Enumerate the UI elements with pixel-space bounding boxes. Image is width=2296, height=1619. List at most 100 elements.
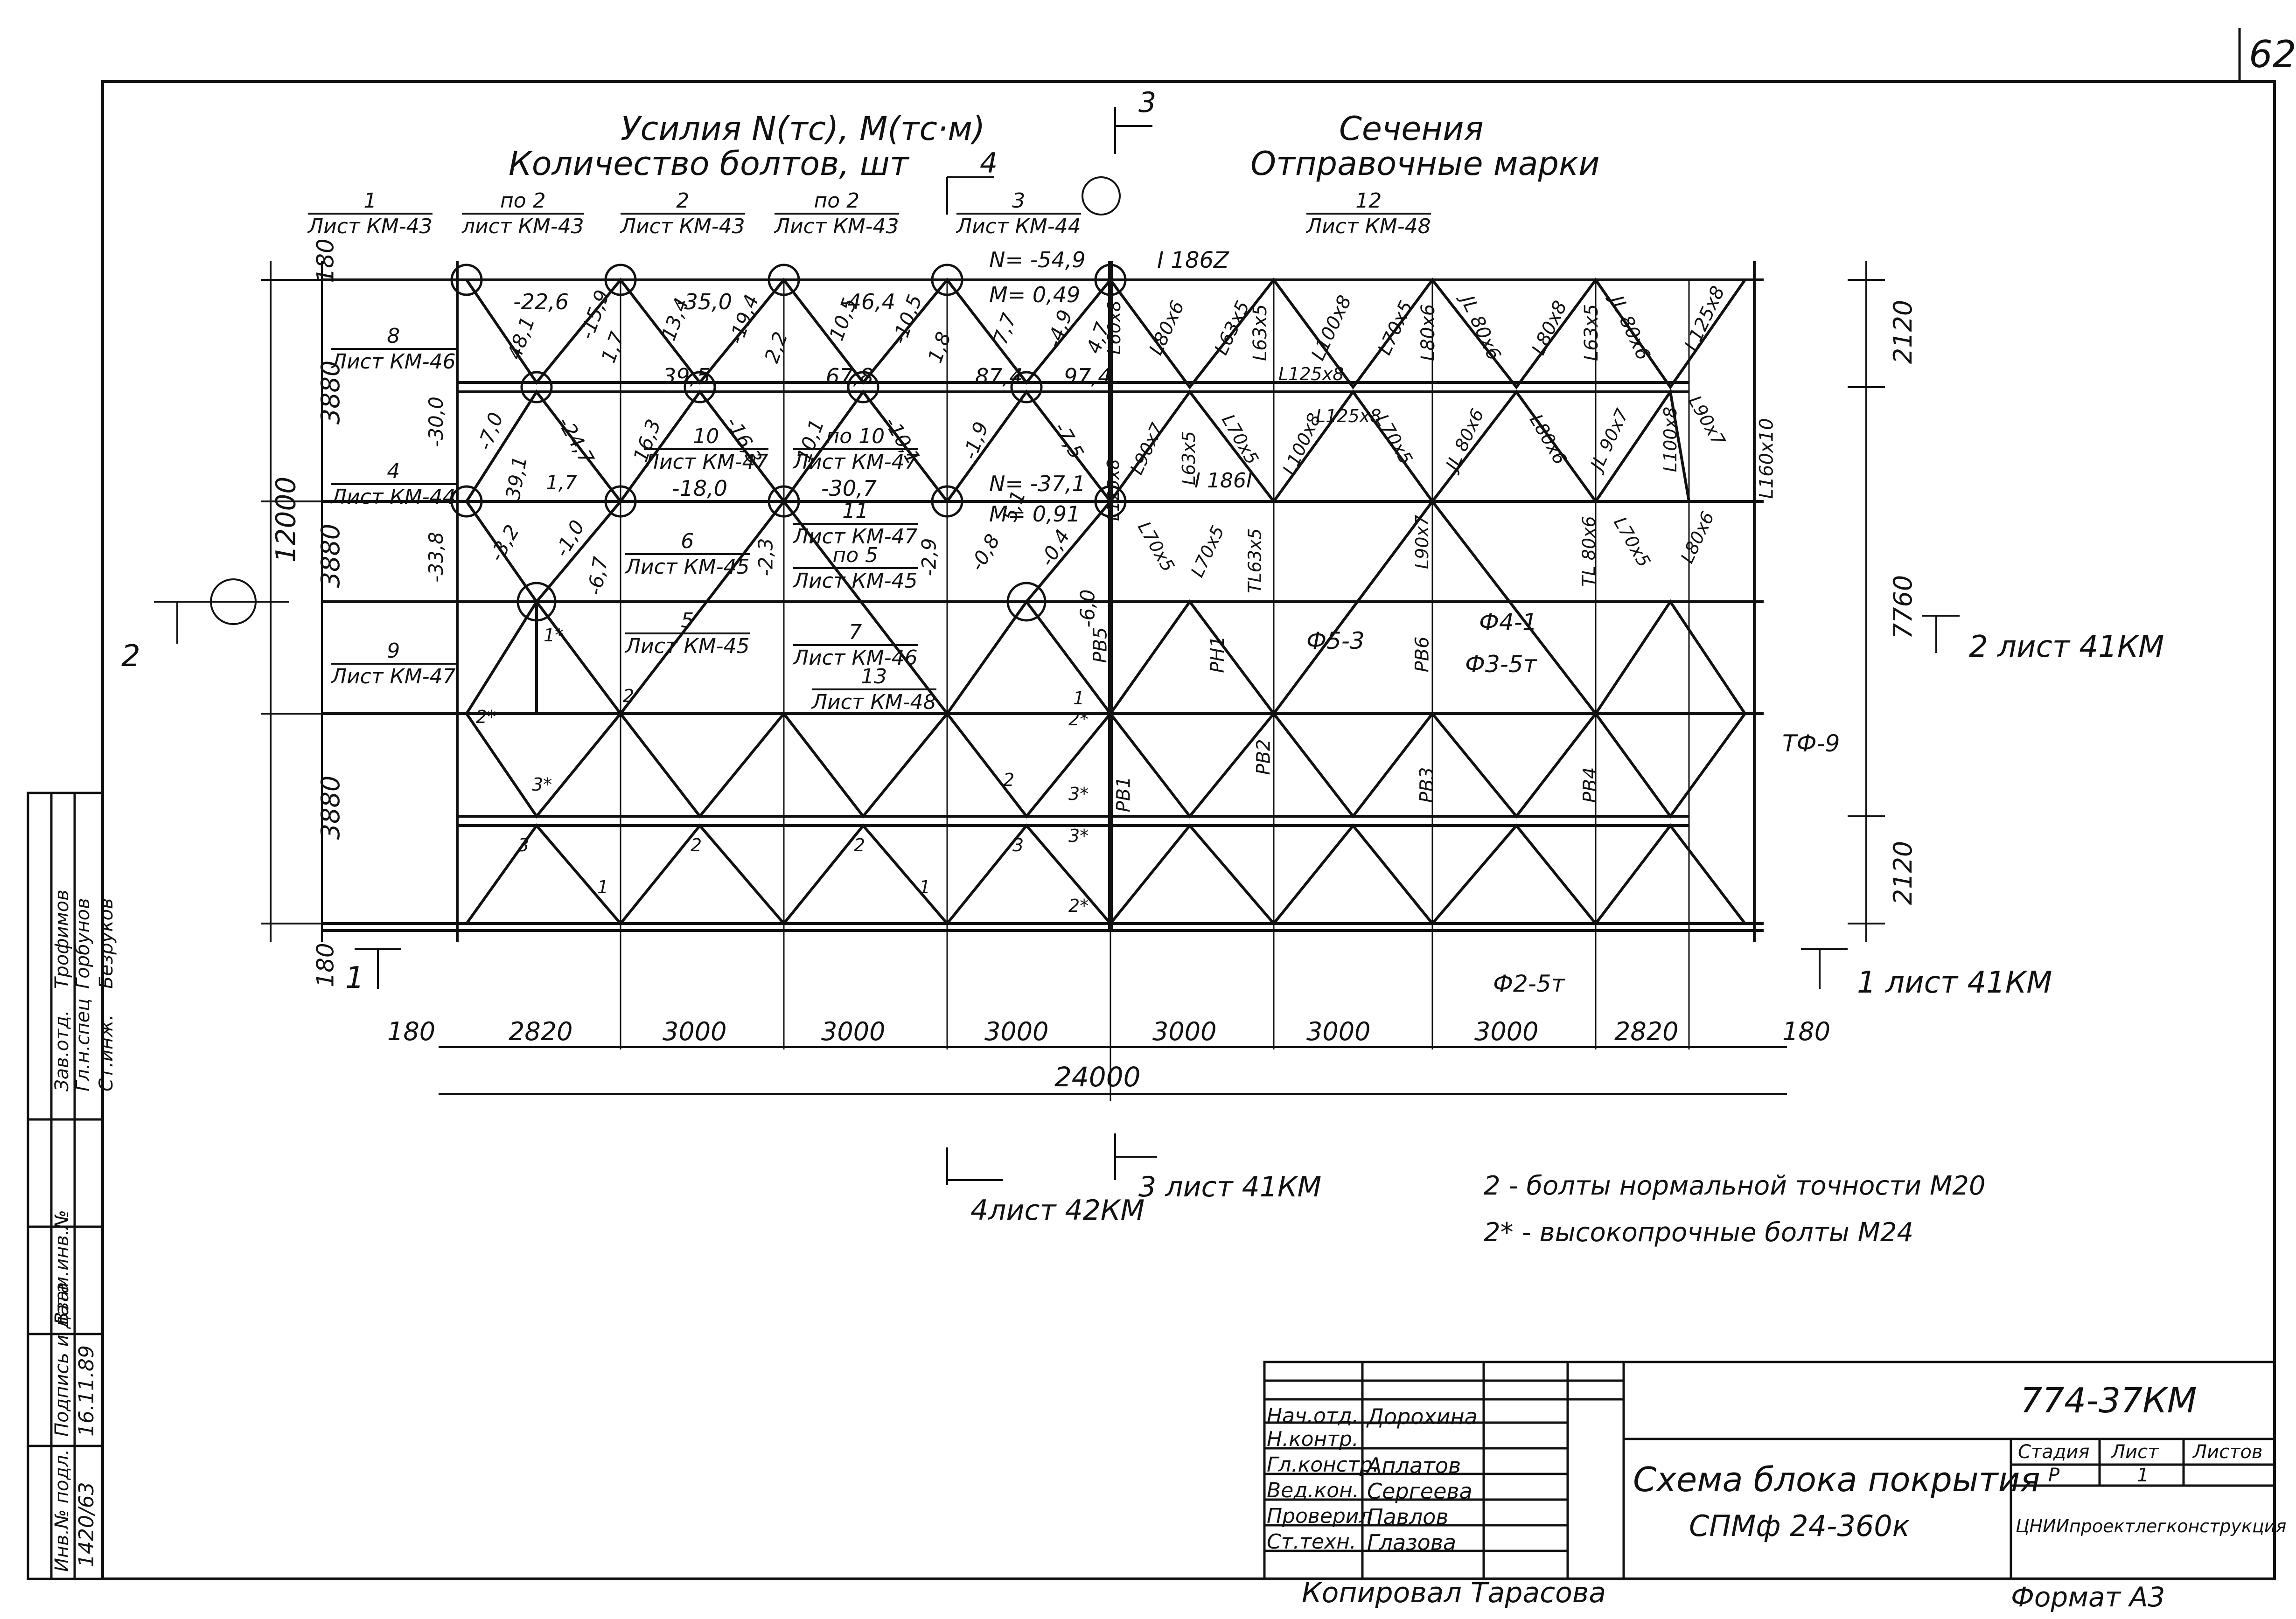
- forces-header: Усилия N(тс), M(тс·м): [621, 110, 985, 148]
- truss-scheme: [322, 261, 1764, 1101]
- section-mid-1: L60x8: [1104, 300, 1125, 355]
- node-mark-10: 2: [1003, 770, 1015, 790]
- role-1: Нач.отд.: [1267, 1404, 1359, 1428]
- organization: ЦНИИпроектлегконструкция: [2016, 1516, 2287, 1536]
- role-4: Вед.кон.: [1267, 1479, 1359, 1502]
- force-diag-c6: 1,7: [546, 471, 577, 494]
- section-mark-4-top: 4: [980, 147, 998, 180]
- section-mark-1-left: 1: [345, 961, 364, 995]
- force-low-3: N= -37,1: [989, 471, 1086, 496]
- node-mark-15: 3*: [1068, 826, 1089, 846]
- force-mid-3: 87,4: [975, 364, 1023, 389]
- mid-beam-section: I 186I: [1194, 469, 1252, 493]
- dim-r-1: 2120: [1888, 299, 1918, 364]
- mark-pb4: PB4: [1579, 767, 1601, 803]
- force-diag-c8: -2,9: [917, 538, 941, 577]
- dimension-lines: [154, 107, 1960, 1185]
- left-strip-grid: [27, 792, 104, 1580]
- force-diag-c1: -33,8: [424, 532, 447, 583]
- section-low-5: TL 80x6: [1578, 516, 1599, 587]
- mark-tf-9: TФ-9: [1782, 730, 1840, 757]
- dim-v-3: 3880: [316, 523, 346, 588]
- dim-r-2: 7760: [1888, 575, 1918, 639]
- bolts-count-header: Количество болтов, шт: [509, 145, 909, 183]
- moment-top: M= 0,49: [989, 282, 1081, 307]
- force-top-4: N= -54,9: [989, 247, 1086, 272]
- node-mark-11: 1: [919, 877, 931, 897]
- strip-value-inv: 1420/63: [75, 1482, 98, 1567]
- force-low-2: -30,7: [821, 476, 877, 501]
- dim-total: 24000: [1054, 1061, 1141, 1093]
- dim-h-1: 180: [387, 1017, 436, 1046]
- sheets-label: Листов: [2193, 1441, 2263, 1463]
- top-beam-section: I 186Z: [1157, 247, 1229, 273]
- section-top-6: L80x6: [1417, 304, 1439, 361]
- section-1-ref: 1 лист 41КМ: [1857, 966, 2052, 1000]
- section-mark-2-left: 2: [121, 639, 140, 674]
- mark-f2-5t: Ф2-5т: [1493, 970, 1565, 997]
- mark-pb3: PB3: [1416, 767, 1438, 803]
- force-top-1: -22,6: [513, 289, 569, 314]
- strip-cell-replace: Взам.инв.№: [51, 1209, 73, 1325]
- node-mark-1: 1*: [544, 625, 564, 646]
- sheet-label: Лист: [2111, 1441, 2159, 1463]
- dim-v-4: 3880: [316, 775, 346, 840]
- node-mark-13: 2*: [1068, 709, 1089, 730]
- section-3-ref: 3 лист 41КМ: [1138, 1171, 1322, 1203]
- mark-f3-5t: Ф3-5т: [1465, 651, 1537, 678]
- dim-h-8: 3000: [1474, 1017, 1539, 1046]
- section-2-ref: 2 лист 41КМ: [1969, 630, 2164, 664]
- dim-v-1: 180: [312, 238, 339, 283]
- mark-pb2: PB2: [1253, 739, 1275, 775]
- node-mark-9: 1: [1073, 688, 1085, 709]
- force-mid-1: 39,5: [663, 364, 711, 389]
- force-diag-c7: -2,3: [754, 538, 777, 577]
- node-mark-5: 3: [518, 835, 530, 855]
- force-diag-c12: -6,0: [1076, 589, 1099, 628]
- strip-label-head: Зав.отд.: [51, 1010, 73, 1091]
- section-mark-3-top: 3: [1138, 86, 1157, 119]
- dim-h-3: 3000: [663, 1017, 727, 1046]
- node-mark-3: 2*: [476, 707, 496, 727]
- drawing-title: Схема блока покрытия: [1633, 1460, 2040, 1499]
- dim-h-4: 3000: [821, 1017, 886, 1046]
- mark-f4-1: Ф4-1: [1479, 609, 1537, 636]
- dim-h-6: 3000: [1152, 1017, 1217, 1046]
- section-mid-5: L63x5: [1179, 431, 1200, 486]
- mark-pb6: PB6: [1411, 636, 1433, 673]
- node-mark-12: 2: [854, 835, 865, 855]
- title-block-grid: [1263, 1361, 2276, 1580]
- dim-h-10: 180: [1782, 1017, 1831, 1046]
- dim-h-2: 2820: [509, 1017, 573, 1046]
- node-mark-8: 3: [1012, 835, 1024, 855]
- force-diag-b1: -30,0: [424, 396, 447, 447]
- strip-cell-inv: Инв.№ подл.: [51, 1449, 73, 1572]
- name-3: Аплатов: [1367, 1453, 1461, 1478]
- section-low-3: TL63x5: [1244, 528, 1265, 593]
- dim-h-5: 3000: [984, 1017, 1049, 1046]
- mark-pb1: PB1: [1113, 776, 1135, 813]
- role-5: Проверил: [1267, 1504, 1372, 1528]
- sections-header: Сечения: [1339, 110, 1484, 148]
- node-mark-6: 2: [691, 835, 702, 855]
- dim-r-3: 2120: [1888, 841, 1918, 905]
- mark-ph1: PH1: [1207, 636, 1228, 673]
- force-top-3: -46,4: [840, 289, 896, 314]
- format-label: Формат А3: [2011, 1581, 2165, 1613]
- name-6: Глазова: [1367, 1530, 1457, 1555]
- node-mark-2: 2: [623, 686, 635, 706]
- name-4: Сергеева: [1367, 1479, 1473, 1504]
- strip-name-2: Горбунов: [72, 898, 94, 989]
